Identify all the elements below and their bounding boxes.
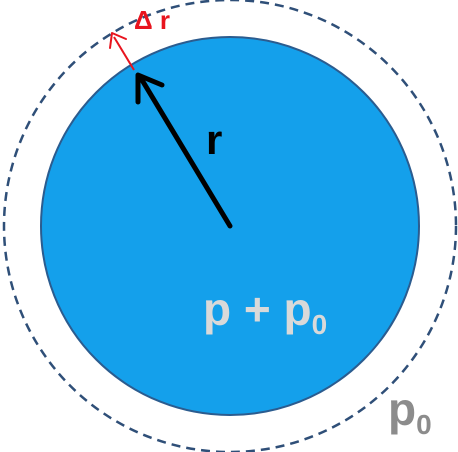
- radius-arrow: [135, 72, 233, 229]
- inner-pressure-label: p + p0: [203, 283, 327, 340]
- outer-pressure-subscript: 0: [416, 409, 432, 440]
- radius-label: r: [206, 116, 222, 163]
- outer-pressure-label: p0: [388, 383, 432, 440]
- delta-r-label: Δ r: [134, 5, 170, 35]
- delta-r-arrow: [109, 32, 135, 71]
- inner-pressure-base: p + p: [203, 283, 312, 335]
- outer-pressure-base: p: [388, 383, 416, 435]
- inner-pressure-subscript: 0: [312, 309, 328, 340]
